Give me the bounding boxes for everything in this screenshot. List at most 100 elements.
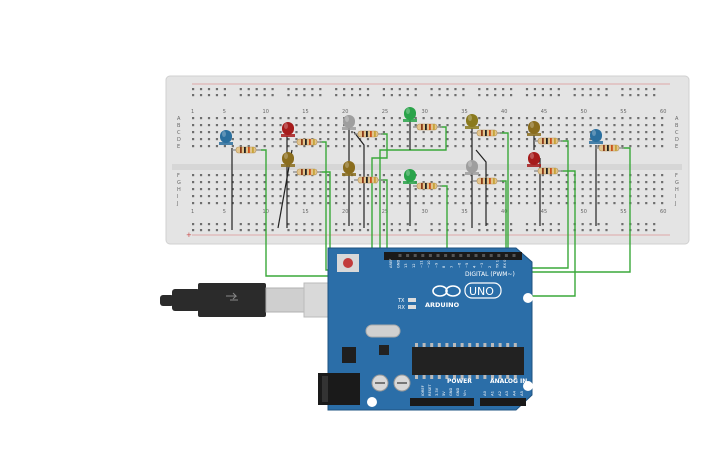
led bbox=[465, 160, 479, 175]
power-pin-label: RESET bbox=[428, 384, 432, 396]
reset-button-icon[interactable] bbox=[337, 254, 359, 272]
led bbox=[281, 152, 295, 167]
resistor bbox=[473, 177, 502, 185]
rail-plus-label: + bbox=[186, 231, 192, 239]
row-letter: C bbox=[177, 130, 181, 136]
digital-pin-label: RX 0 bbox=[503, 259, 507, 268]
column-number-top: 1 bbox=[191, 109, 194, 115]
column-number-bottom: 15 bbox=[302, 209, 308, 215]
column-number-bottom: 45 bbox=[541, 209, 547, 215]
column-number-top: 60 bbox=[660, 109, 666, 115]
row-letter: I bbox=[177, 194, 178, 200]
row-letter: F bbox=[675, 173, 678, 179]
led bbox=[527, 152, 541, 167]
digital-pin-label: ~3 bbox=[480, 263, 484, 268]
resistor bbox=[354, 176, 383, 184]
column-number-bottom: 1 bbox=[191, 209, 194, 215]
row-letter: H bbox=[177, 187, 181, 193]
digital-pin-label: 12 bbox=[412, 263, 416, 268]
row-letter: F bbox=[177, 173, 180, 179]
resistor bbox=[354, 130, 383, 138]
digital-label: DIGITAL (PWM~) bbox=[465, 271, 515, 278]
resistor bbox=[473, 129, 502, 137]
resistor bbox=[293, 138, 322, 146]
row-letter: C bbox=[675, 130, 679, 136]
column-number-bottom: 35 bbox=[461, 209, 467, 215]
led bbox=[465, 114, 479, 129]
column-number-top: 10 bbox=[263, 109, 269, 115]
row-letter: B bbox=[675, 123, 679, 129]
row-letter: A bbox=[177, 116, 181, 122]
digital-pin-label: TX 1 bbox=[495, 260, 499, 269]
analog-pin-label: A2 bbox=[497, 390, 502, 396]
power-pin-label: GND bbox=[449, 388, 453, 396]
column-number-top: 15 bbox=[302, 109, 308, 115]
analog-pin-label: A4 bbox=[512, 390, 517, 396]
power-pin-label: GND bbox=[456, 388, 460, 396]
resistor bbox=[232, 146, 261, 154]
led bbox=[403, 107, 417, 122]
breadboard[interactable]: 1155101015152020252530303535404045455050… bbox=[165, 75, 690, 245]
power-pin-label: Vin bbox=[463, 390, 467, 396]
rx-label: RX bbox=[398, 305, 405, 311]
tx-label: TX bbox=[397, 298, 405, 304]
uno-logo: UNO bbox=[469, 285, 494, 298]
row-letter: J bbox=[176, 201, 178, 207]
led bbox=[403, 169, 417, 184]
row-letter: H bbox=[675, 187, 679, 193]
column-number-top: 50 bbox=[581, 109, 587, 115]
digital-pin-label: 4 bbox=[473, 265, 477, 268]
power-pin-label: 5V bbox=[442, 391, 446, 396]
column-number-top: 5 bbox=[223, 109, 226, 115]
power-pin-label: IOREF bbox=[421, 385, 425, 396]
analog-label: ANALOG IN bbox=[490, 378, 527, 385]
row-letter: A bbox=[675, 116, 679, 122]
column-number-bottom: 5 bbox=[223, 209, 226, 215]
power-label: POWER bbox=[447, 378, 472, 385]
column-number-top: 20 bbox=[342, 109, 348, 115]
digital-pin-label: AREF bbox=[389, 259, 393, 268]
column-number-bottom: 25 bbox=[382, 209, 388, 215]
chip-icon bbox=[412, 343, 524, 379]
digital-pin-label: ~11 bbox=[419, 260, 423, 268]
led bbox=[219, 130, 233, 145]
column-number-top: 30 bbox=[422, 109, 428, 115]
row-letter: E bbox=[675, 144, 678, 150]
row-letter: J bbox=[674, 201, 676, 207]
resistor bbox=[534, 167, 563, 175]
arduino-infinity-icon bbox=[432, 285, 461, 297]
resistor bbox=[595, 144, 624, 152]
analog-pin-label: A5 bbox=[519, 390, 524, 396]
column-number-top: 40 bbox=[501, 109, 507, 115]
resistor bbox=[293, 168, 322, 176]
digital-pin-label: ~5 bbox=[465, 263, 469, 268]
row-letter: G bbox=[675, 180, 679, 186]
analog-pin-label: A0 bbox=[482, 390, 487, 396]
analog-pin-label: A1 bbox=[489, 390, 494, 396]
analog-header[interactable] bbox=[480, 398, 526, 406]
resistor bbox=[534, 137, 563, 145]
power-header[interactable] bbox=[410, 398, 474, 406]
led bbox=[527, 121, 541, 136]
row-letter: E bbox=[177, 144, 180, 150]
row-letter: B bbox=[177, 123, 181, 129]
led bbox=[342, 115, 356, 130]
digital-pin-label: 13 bbox=[404, 263, 408, 268]
leds bbox=[219, 107, 603, 184]
power-jack-icon[interactable] bbox=[318, 373, 360, 405]
row-letter: I bbox=[675, 194, 676, 200]
led bbox=[589, 129, 603, 144]
column-number-top: 45 bbox=[541, 109, 547, 115]
digital-pin-label: 2 bbox=[488, 266, 492, 268]
digital-pin-label: GND bbox=[397, 260, 401, 268]
column-number-bottom: 40 bbox=[501, 209, 507, 215]
row-letter: D bbox=[177, 137, 181, 143]
digital-pin-label: ~10 bbox=[427, 260, 431, 268]
column-number-top: 35 bbox=[461, 109, 467, 115]
row-letter: G bbox=[177, 180, 181, 186]
row-letter: D bbox=[675, 137, 679, 143]
